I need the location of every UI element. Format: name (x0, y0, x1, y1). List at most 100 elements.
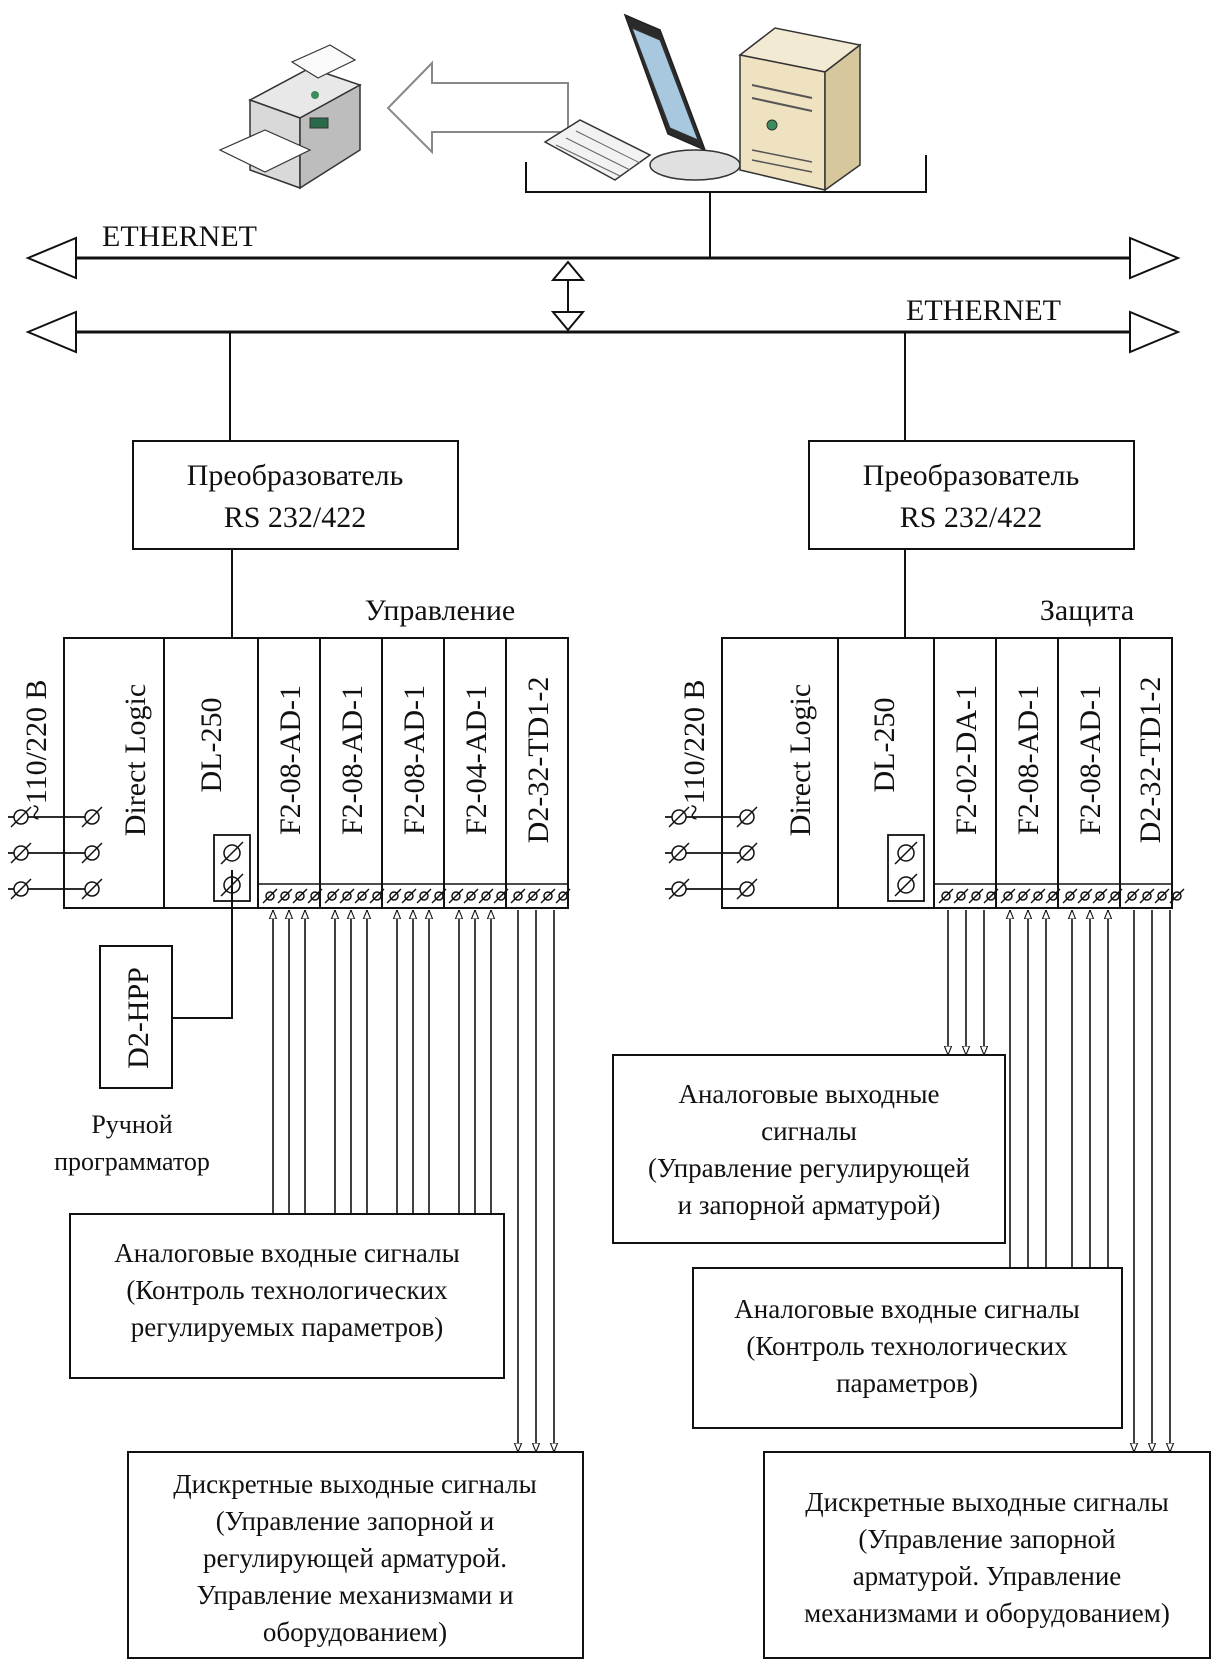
terminal-icon (386, 888, 402, 904)
signal-lines (273, 910, 1170, 1452)
terminal-icon (1030, 888, 1046, 904)
box-right-discrete-out-line-4: механизмами и оборудованием) (804, 1598, 1170, 1628)
box-right-analog-out: Аналоговые выходные сигналы (Управление … (612, 1054, 1006, 1244)
terminal-icon (555, 888, 571, 904)
terminal-icon (416, 888, 432, 904)
terminal-icon (1169, 888, 1185, 904)
box-right-analog-in-line-3: параметров) (836, 1368, 978, 1398)
ethernet-bus-bottom (25, 310, 1181, 354)
terminal-icon (493, 888, 509, 904)
rack-right-module-3: F2-02-DA-1 (950, 685, 983, 835)
rack-right-module-5: F2-08-AD-1 (1074, 685, 1107, 835)
rack-left-title: Управление (365, 594, 515, 627)
rack-left-power: ~110/220 В (20, 680, 53, 821)
terminal-icon (525, 888, 541, 904)
terminal-icon (262, 888, 278, 904)
power-wire (8, 842, 103, 864)
box-right-discrete-out: Дискретные выходные сигналы (Управление … (763, 1451, 1211, 1659)
box-left-analog-in: Аналоговые входные сигналы (Контроль тех… (69, 1213, 505, 1379)
power-wire (665, 878, 758, 900)
converter-right-line2: RS 232/422 (900, 501, 1043, 534)
box-right-analog-out-line-2: сигналы (761, 1116, 857, 1146)
rack-left-module-1: Direct Logic (119, 684, 152, 836)
rack-left-module-7: D2-32-TD1-2 (522, 677, 555, 844)
terminal-icon (968, 888, 984, 904)
terminal-icon (983, 888, 999, 904)
terminal-icon (1000, 888, 1016, 904)
terminal-icon (953, 888, 969, 904)
terminal-icon (540, 888, 556, 904)
terminal-icon (1062, 888, 1078, 904)
box-left-discrete-out-line-2: (Управление запорной и (216, 1506, 495, 1536)
terminal-icon (1045, 888, 1061, 904)
box-right-analog-out-line-1: Аналоговые выходные (678, 1079, 939, 1109)
box-left-discrete-out-line-5: оборудованием) (263, 1617, 447, 1647)
power-wire (665, 806, 758, 828)
terminal-icon (220, 841, 244, 865)
rack-left-module-4: F2-08-AD-1 (336, 685, 369, 835)
box-right-discrete-out-line-1: Дискретные выходные сигналы (805, 1487, 1169, 1517)
ethernet-bus-top (25, 236, 1181, 280)
terminal-icon (478, 888, 494, 904)
programmer-caption-2: программатор (54, 1147, 210, 1176)
box-right-analog-in: Аналоговые входные сигналы (Контроль тех… (692, 1267, 1123, 1429)
ethernet-label-top: ETHERNET (102, 220, 257, 253)
terminal-icon (277, 888, 293, 904)
rack-right (721, 637, 1173, 909)
terminal-icon (938, 888, 954, 904)
terminal-icon (369, 888, 385, 904)
terminal-icon (894, 873, 918, 897)
rack-right-module-2: DL-250 (868, 698, 901, 793)
rack-right-power: ~110/220 В (678, 680, 711, 821)
power-wire (8, 878, 103, 900)
print-arrow-icon (386, 60, 569, 155)
terminal-icon (448, 888, 464, 904)
rack-right-module-1: Direct Logic (784, 684, 817, 836)
terminal-icon (1154, 888, 1170, 904)
terminal-icon (431, 888, 447, 904)
programmer-device: D2-HPP (122, 967, 155, 1069)
box-left-analog-in-line-2: (Контроль технологических (126, 1275, 448, 1305)
ethernet-label-bottom: ETHERNET (906, 294, 1061, 327)
terminal-icon (339, 888, 355, 904)
box-right-discrete-out-line-3: арматурой. Управление (853, 1561, 1122, 1591)
terminal-icon (894, 841, 918, 865)
box-right-discrete-out-line-2: (Управление запорной (858, 1524, 1115, 1554)
rack-right-module-6: D2-32-TD1-2 (1134, 677, 1167, 844)
programmer-caption-1: Ручной (91, 1110, 172, 1139)
terminal-icon (463, 888, 479, 904)
terminal-icon (307, 888, 323, 904)
converter-left: Преобразователь RS 232/422 (132, 440, 459, 550)
power-wire (8, 806, 103, 828)
rack-right-title: Защита (1040, 594, 1134, 627)
terminal-icon (1092, 888, 1108, 904)
converter-right-line1: Преобразователь (863, 459, 1080, 492)
rack-left-module-3: F2-08-AD-1 (274, 685, 307, 835)
box-left-discrete-out-line-3: регулирующей арматурой. (203, 1543, 507, 1573)
rack-left-module-6: F2-04-AD-1 (460, 685, 493, 835)
box-left-discrete-out-line-4: Управление механизмами и (197, 1580, 514, 1610)
rack-left-module-2: DL-250 (195, 698, 228, 793)
power-wire (665, 842, 758, 864)
rack-right-module-4: F2-08-AD-1 (1012, 685, 1045, 835)
terminal-icon (1107, 888, 1123, 904)
terminal-icon (1077, 888, 1093, 904)
box-right-analog-in-line-1: Аналоговые входные сигналы (734, 1294, 1079, 1324)
terminal-icon (324, 888, 340, 904)
terminal-icon (1015, 888, 1031, 904)
terminal-icon (292, 888, 308, 904)
terminal-icon (1139, 888, 1155, 904)
box-left-discrete-out: Дискретные выходные сигналы (Управление … (127, 1451, 584, 1659)
terminal-icon (401, 888, 417, 904)
box-left-analog-in-line-3: регулируемых параметров) (131, 1312, 443, 1342)
terminal-group (8, 806, 1185, 904)
network-bridge-icon (550, 260, 586, 332)
converter-left-line2: RS 232/422 (224, 501, 367, 534)
box-left-discrete-out-line-1: Дискретные выходные сигналы (173, 1469, 537, 1499)
converter-left-line1: Преобразователь (187, 459, 404, 492)
computer-icon (543, 13, 862, 192)
rack-left (63, 637, 569, 909)
box-right-analog-out-line-4: и запорной арматурой) (678, 1190, 941, 1220)
